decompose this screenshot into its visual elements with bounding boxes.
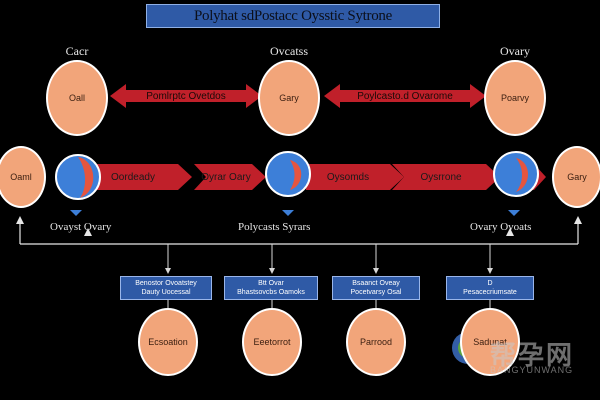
bottom-oval-1: Ecsoation	[138, 308, 198, 376]
top-oval-left: Oall	[46, 60, 108, 136]
blue-box-4-line2: Pesacecriumsate	[463, 289, 517, 296]
caption-right: Ovary Ovoats	[470, 221, 532, 233]
blue-box-1-line2: Dauty Uocessal	[141, 289, 191, 296]
blue-box-2: Btt Ovar Bhastsovcbs Oamoks	[224, 276, 318, 300]
side-oval-right: Gary	[552, 146, 600, 208]
top-arrow-right-shape	[324, 84, 486, 108]
organ-shape-right	[493, 151, 539, 216]
mid-arrow-label-3: Oysomds	[326, 171, 370, 183]
bottom-oval-2: Eeetorrot	[242, 308, 302, 376]
blue-box-3: Bsaanct Oveay Pocetvarsy Osal	[332, 276, 420, 300]
blue-box-2-line1: Btt Ovar	[258, 280, 284, 287]
mid-arrow-1-shape	[96, 164, 192, 190]
bottom-oval-3: Parrood	[346, 308, 406, 376]
mid-arrow-label-1: Oordeady	[111, 171, 155, 183]
box-connectors	[167, 244, 491, 308]
top-label-left: Cacr	[65, 44, 89, 58]
top-arrow-right-label: Poylcasto.d Ovarome	[357, 90, 453, 102]
mid-arrow-3-shape	[306, 164, 404, 190]
watermark-subtext: BANGYUNWANG	[490, 365, 574, 375]
top-label-center: Ovcatss	[270, 44, 308, 58]
bottom-oval-4: Sadunat	[460, 308, 520, 376]
top-arrow-left-label: Pomlrptc Ovetdos	[146, 90, 226, 102]
blue-box-3-line1: Bsaanct Oveay	[352, 280, 400, 287]
blue-box-2-line2: Bhastsovcbs Oamoks	[237, 289, 305, 296]
top-oval-right: Poarvy	[484, 60, 546, 136]
watermark-text: 帮孕网	[490, 340, 575, 370]
blue-box-3-line2: Pocetvarsy Osal	[350, 289, 402, 296]
mid-arrow-2-shape	[194, 164, 266, 190]
side-oval-left: Oaml	[0, 146, 46, 208]
organ-shape-left	[55, 154, 101, 216]
mid-arrow-label-4: Oysrrone	[420, 171, 462, 183]
caption-left: Ovayst Ovary	[50, 221, 112, 233]
caption-center: Polycasts Syrars	[238, 221, 311, 233]
mid-arrow-label-2: Oyrar Oary	[201, 171, 251, 183]
diagram-title: Polyhat sdPostacc Oysstic Sytrone	[146, 4, 440, 28]
blue-box-4: D Pesacecriumsate	[446, 276, 534, 300]
top-arrow-left-shape	[110, 84, 262, 108]
blue-box-1: Benostor Ovoatstey Dauty Uocessal	[120, 276, 212, 300]
mid-arrow-4-shape	[392, 164, 500, 190]
top-label-right: Ovary	[500, 44, 530, 58]
blue-box-4-line1: D	[487, 280, 493, 287]
top-oval-center: Gary	[258, 60, 320, 136]
blue-box-1-line1: Benostor Ovoatstey	[135, 280, 197, 287]
organ-shape-center	[265, 151, 311, 216]
